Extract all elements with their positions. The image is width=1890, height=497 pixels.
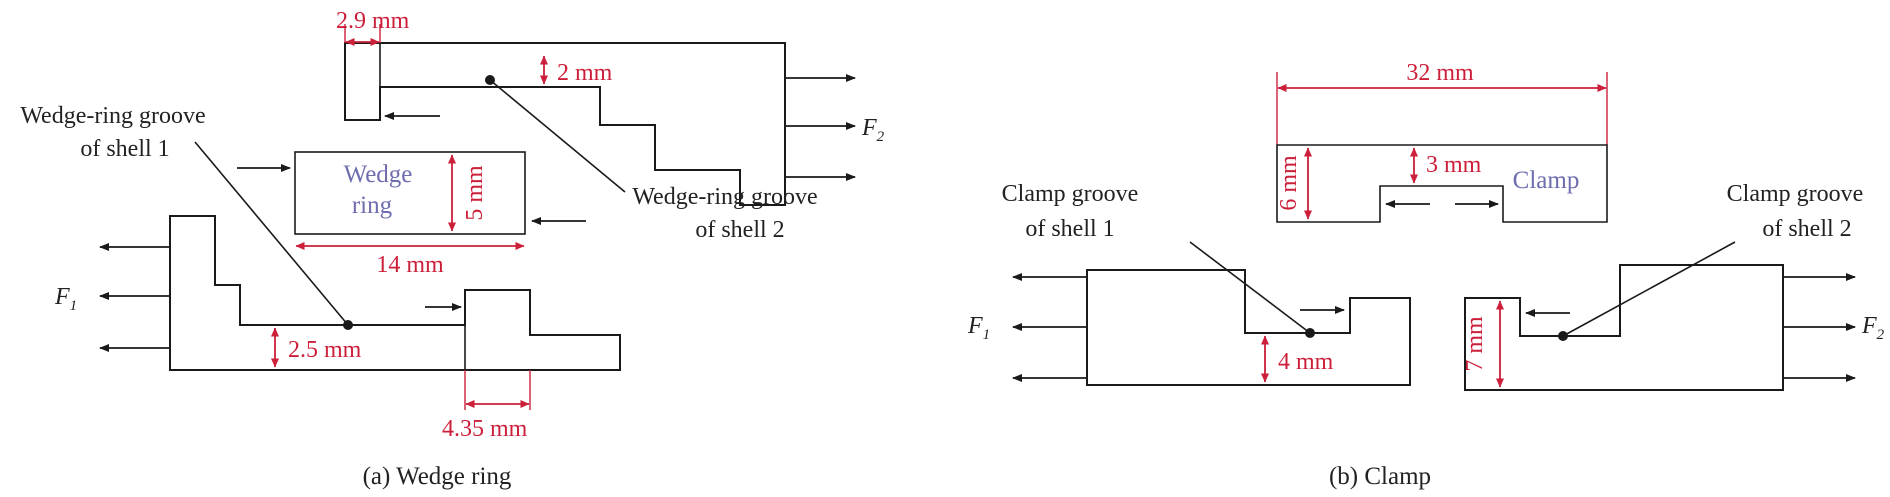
shell-2-outline-b bbox=[1464, 264, 1784, 391]
label-groove-shell2-b-line2: of shell 2 bbox=[1762, 216, 1851, 242]
wedge-ring-part bbox=[294, 151, 526, 235]
label-groove-shell2-a-line2: of shell 2 bbox=[695, 217, 784, 243]
leader-dot-shell1-b bbox=[1305, 328, 1315, 338]
dim-label-2-5-mm: 2.5 mm bbox=[288, 337, 362, 363]
wedge-ring-label-line1: Wedge bbox=[344, 161, 413, 188]
dim-label-2-9-mm: 2.9 mm bbox=[336, 8, 410, 34]
label-groove-shell2-a-line1: Wedge-ring groove bbox=[632, 184, 817, 210]
leader-dot-shell1-a bbox=[343, 320, 353, 330]
dim-label-4-35-mm: 4.35 mm bbox=[442, 416, 528, 442]
clamp-label: Clamp bbox=[1513, 167, 1580, 194]
leader-groove-shell2-a bbox=[489, 79, 626, 193]
force-f1-label-a: F1 bbox=[54, 284, 77, 314]
dim-label-32-mm: 32 mm bbox=[1406, 60, 1474, 86]
clamp-part bbox=[1276, 144, 1608, 223]
dim-label-5-mm: 5 mm bbox=[462, 165, 488, 221]
dim-label-2-mm: 2 mm bbox=[557, 60, 613, 86]
label-groove-shell1-a-line1: Wedge-ring groove bbox=[20, 103, 205, 129]
panel-b-clamp: 32 mm Clamp 6 mm 3 mm Clamp groove of sh… bbox=[967, 60, 1885, 490]
label-groove-shell2-b-line1: Clamp groove bbox=[1727, 181, 1864, 207]
force-arrows-f1-b bbox=[1012, 273, 1087, 382]
dim-label-3-mm: 3 mm bbox=[1426, 152, 1482, 178]
panel-a-wedge-ring: F2 2.9 mm 2 mm Wedge ring 5 mm 14 mm Wed… bbox=[20, 8, 884, 490]
leader-groove-shell2-b bbox=[1562, 241, 1736, 337]
force-arrows-f2-b bbox=[1783, 273, 1856, 382]
force-f2-label-a: F2 bbox=[861, 115, 885, 145]
force-arrows-f1-a bbox=[99, 243, 170, 352]
leader-groove-shell1-b bbox=[1189, 241, 1311, 334]
label-groove-shell1-b-line2: of shell 1 bbox=[1025, 216, 1114, 242]
dim-label-14-mm: 14 mm bbox=[376, 252, 444, 278]
shell-1-outline-a bbox=[169, 215, 621, 371]
leader-groove-shell1-a bbox=[194, 141, 349, 326]
dim-label-7-mm: 7 mm bbox=[1462, 316, 1488, 372]
caption-b: (b) Clamp bbox=[1329, 463, 1431, 490]
force-f2-label-b: F2 bbox=[1861, 313, 1885, 343]
leader-dot-shell2-a bbox=[485, 75, 495, 85]
wedge-ring-label-line2: ring bbox=[352, 192, 393, 219]
leader-dot-shell2-b bbox=[1558, 331, 1568, 341]
force-arrows-f2-a bbox=[785, 74, 856, 181]
force-f1-label-b: F1 bbox=[967, 313, 990, 343]
dim-label-4-mm: 4 mm bbox=[1278, 349, 1334, 375]
label-groove-shell1-a-line2: of shell 1 bbox=[80, 136, 169, 162]
shell-2-outline-a bbox=[344, 42, 786, 206]
dim-label-6-mm: 6 mm bbox=[1276, 155, 1302, 211]
label-groove-shell1-b-line1: Clamp groove bbox=[1002, 181, 1139, 207]
caption-a: (a) Wedge ring bbox=[363, 463, 512, 490]
